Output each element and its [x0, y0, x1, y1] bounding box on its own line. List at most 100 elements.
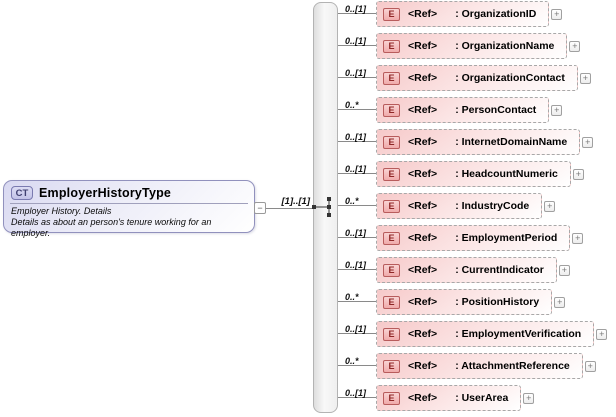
- connector-wire: [338, 333, 376, 334]
- expand-button[interactable]: +: [551, 8, 563, 20]
- element-box[interactable]: E <Ref> : OrganizationName: [376, 33, 568, 59]
- cardinality-label: 0..[1]: [345, 132, 367, 142]
- element-badge-icon: E: [383, 103, 400, 117]
- element-box[interactable]: E <Ref> : CurrentIndicator: [376, 257, 557, 283]
- element-row: 0..[1] E <Ref> : InternetDomainName +: [338, 129, 594, 155]
- connector-wire: [338, 269, 376, 270]
- expand-button[interactable]: +: [582, 136, 594, 148]
- cardinality-label: 0..[1]: [345, 388, 367, 398]
- element-badge-icon: E: [383, 7, 400, 21]
- description-line-2: Details as about an person's tenure work…: [11, 217, 212, 238]
- element-ref: <Ref>: [408, 200, 438, 212]
- element-name: : OrganizationName: [455, 40, 555, 52]
- element-ref: <Ref>: [408, 296, 438, 308]
- cardinality-label: 0..*: [345, 356, 359, 366]
- element-name: : UserArea: [455, 392, 509, 404]
- element-box[interactable]: E <Ref> : AttachmentReference: [376, 353, 583, 379]
- connector-wire: [338, 77, 376, 78]
- element-badge-icon: E: [383, 71, 400, 85]
- element-name: : CurrentIndicator: [455, 264, 544, 276]
- cardinality-label: 0..[1]: [345, 4, 367, 14]
- element-row: 0..* E <Ref> : IndustryCode +: [338, 193, 556, 219]
- element-name: : InternetDomainName: [455, 136, 568, 148]
- element-ref: <Ref>: [408, 72, 438, 84]
- connector-wire: [338, 109, 376, 110]
- element-row: 0..[1] E <Ref> : EmploymentPeriod +: [338, 225, 584, 251]
- cardinality-label: 0..[1]: [345, 36, 367, 46]
- element-name: : EmploymentPeriod: [455, 232, 558, 244]
- element-badge-icon: E: [383, 39, 400, 53]
- connector-wire: [338, 397, 376, 398]
- connector-wire: [338, 173, 376, 174]
- element-row: 0..[1] E <Ref> : OrganizationID +: [338, 1, 563, 27]
- connector-wire: [338, 365, 376, 366]
- element-ref: <Ref>: [408, 232, 438, 244]
- expand-button[interactable]: +: [544, 200, 556, 212]
- element-box[interactable]: E <Ref> : EmploymentVerification: [376, 321, 595, 347]
- expand-button[interactable]: +: [551, 104, 563, 116]
- element-box[interactable]: E <Ref> : UserArea: [376, 385, 522, 411]
- collapse-button[interactable]: −: [254, 202, 266, 214]
- cardinality-label: 0..*: [345, 292, 359, 302]
- element-badge-icon: E: [383, 135, 400, 149]
- element-name: : OrganizationID: [455, 8, 537, 20]
- element-box[interactable]: E <Ref> : PositionHistory: [376, 289, 553, 315]
- element-ref: <Ref>: [408, 168, 438, 180]
- element-row: 0..* E <Ref> : PositionHistory +: [338, 289, 566, 315]
- cardinality-label: 0..[1]: [345, 324, 367, 334]
- connector-wire: [338, 237, 376, 238]
- element-badge-icon: E: [383, 327, 400, 341]
- connector-wire: [338, 13, 376, 14]
- expand-button[interactable]: +: [584, 360, 596, 372]
- element-ref: <Ref>: [408, 360, 438, 372]
- element-ref: <Ref>: [408, 392, 438, 404]
- element-row: 0..[1] E <Ref> : OrganizationContact +: [338, 65, 591, 91]
- connector-wire: [338, 45, 376, 46]
- cardinality-label: 0..[1]: [345, 164, 367, 174]
- element-box[interactable]: E <Ref> : PersonContact: [376, 97, 550, 123]
- complex-type-title: EmployerHistoryType: [39, 186, 172, 200]
- expand-button[interactable]: +: [558, 264, 570, 276]
- element-ref: <Ref>: [408, 8, 438, 20]
- element-badge-icon: E: [383, 295, 400, 309]
- element-name: : PositionHistory: [455, 296, 540, 308]
- element-box[interactable]: E <Ref> : IndustryCode: [376, 193, 543, 219]
- complex-type-badge-icon: CT: [11, 186, 33, 200]
- expand-button[interactable]: +: [596, 328, 608, 340]
- cardinality-label: 0..[1]: [345, 228, 367, 238]
- element-row: 0..* E <Ref> : PersonContact +: [338, 97, 563, 123]
- element-ref: <Ref>: [408, 328, 438, 340]
- element-name: : EmploymentVerification: [455, 328, 582, 340]
- element-ref: <Ref>: [408, 136, 438, 148]
- element-box[interactable]: E <Ref> : InternetDomainName: [376, 129, 581, 155]
- connector-wire: [338, 301, 376, 302]
- element-name: : HeadcountNumeric: [455, 168, 558, 180]
- expand-button[interactable]: +: [572, 232, 584, 244]
- element-box[interactable]: E <Ref> : OrganizationContact: [376, 65, 578, 91]
- element-badge-icon: E: [383, 359, 400, 373]
- element-row: 0..[1] E <Ref> : OrganizationName +: [338, 33, 581, 59]
- expand-button[interactable]: +: [569, 40, 581, 52]
- element-badge-icon: E: [383, 391, 400, 405]
- element-ref: <Ref>: [408, 40, 438, 52]
- element-badge-icon: E: [383, 199, 400, 213]
- element-badge-icon: E: [383, 167, 400, 181]
- cardinality-label: 0..*: [345, 196, 359, 206]
- sequence-compositor-icon[interactable]: [311, 197, 335, 217]
- element-ref: <Ref>: [408, 264, 438, 276]
- cardinality-label: 0..[1]: [345, 68, 367, 78]
- expand-button[interactable]: +: [579, 72, 591, 84]
- connector-wire: [338, 205, 376, 206]
- element-box[interactable]: E <Ref> : OrganizationID: [376, 1, 550, 27]
- element-row: 0..[1] E <Ref> : UserArea +: [338, 385, 535, 411]
- element-box[interactable]: E <Ref> : EmploymentPeriod: [376, 225, 571, 251]
- complex-type-box[interactable]: CT EmployerHistoryType Employer History.…: [3, 180, 255, 238]
- expand-button[interactable]: +: [554, 296, 566, 308]
- expand-button[interactable]: +: [523, 392, 535, 404]
- element-name: : IndustryCode: [455, 200, 530, 212]
- element-box[interactable]: E <Ref> : HeadcountNumeric: [376, 161, 571, 187]
- expand-button[interactable]: +: [572, 168, 584, 180]
- element-name: : AttachmentReference: [455, 360, 570, 372]
- complex-type-header: CT EmployerHistoryType: [4, 181, 254, 203]
- element-row: 0..[1] E <Ref> : HeadcountNumeric +: [338, 161, 584, 187]
